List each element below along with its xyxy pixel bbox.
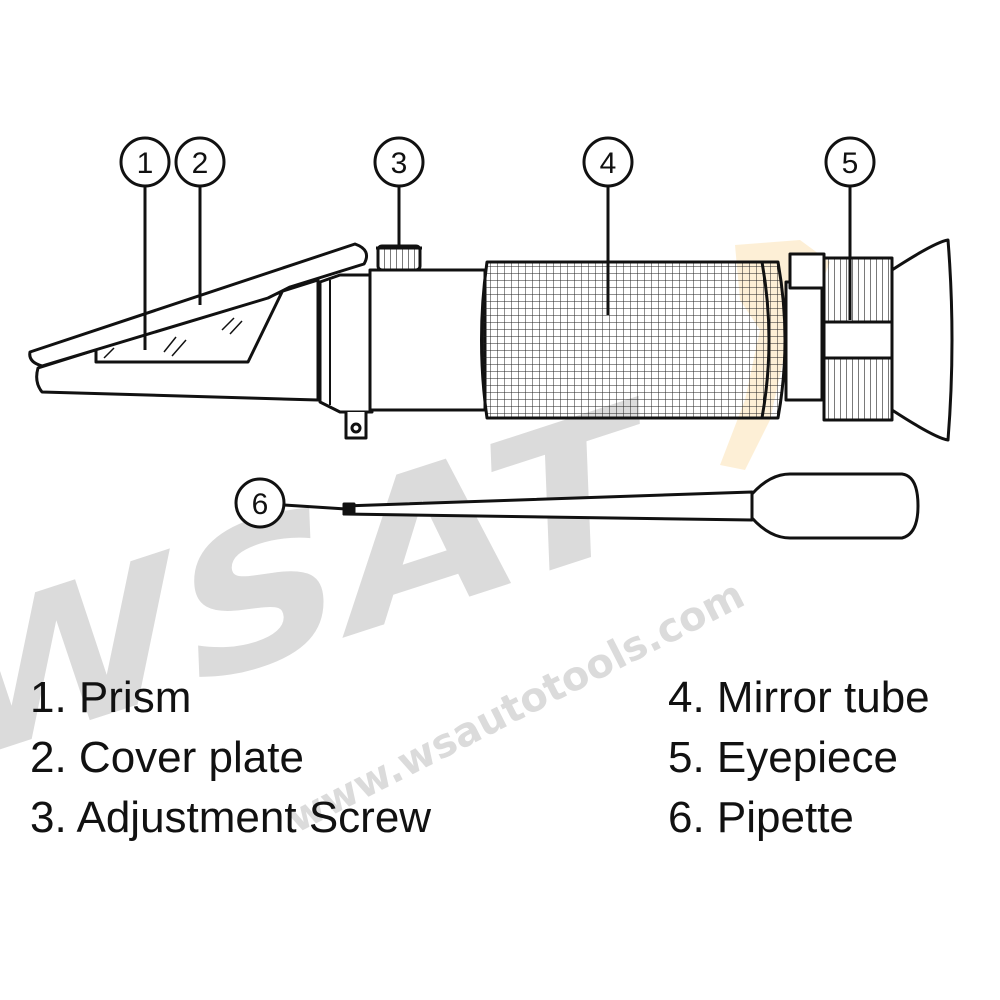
legend-item-cover-plate: 2. Cover plate: [30, 733, 304, 782]
legend-item-adjustment-screw: 3. Adjustment Screw: [30, 793, 432, 842]
neck: [784, 280, 824, 402]
legend-item-mirror-tube: 4. Mirror tube: [668, 673, 930, 722]
callout-6-label: 6: [252, 488, 269, 521]
hinge-collar: [318, 273, 374, 414]
refractometer: [28, 238, 954, 540]
callout-2-label: 2: [192, 147, 209, 180]
callout-5-label: 5: [842, 147, 859, 180]
eyepiece-ring-band: [822, 320, 894, 360]
callout-5: 5: [824, 136, 876, 188]
callout-6: 6: [234, 477, 286, 529]
legend-left: 1. Prism 2. Cover plate 3. Adjustment Sc…: [30, 668, 431, 848]
legend-item-eyepiece: 5. Eyepiece: [668, 733, 898, 782]
callout-4: 4: [582, 136, 634, 188]
neck-ring: [788, 252, 826, 290]
bracket-hole: [350, 422, 362, 434]
body-tube: [368, 268, 487, 412]
callout-2: 2: [174, 136, 226, 188]
callout-3: 3: [373, 136, 425, 188]
callout-3-label: 3: [391, 147, 408, 180]
callout-4-label: 4: [600, 147, 617, 180]
adjustment-screw: [376, 244, 422, 272]
cover-plate: [28, 242, 368, 368]
legend-right: 4. Mirror tube 5. Eyepiece 6. Pipette: [668, 668, 930, 848]
leader-6: [283, 503, 347, 511]
mirror-tube: [480, 260, 787, 420]
legend-item-pipette: 6. Pipette: [668, 793, 854, 842]
callouts: 1 2 3 4 5 6: [119, 136, 876, 529]
prism-glare: [103, 317, 243, 359]
callout-1-label: 1: [137, 147, 154, 180]
legend-item-prism: 1. Prism: [30, 673, 192, 722]
callout-1: 1: [119, 136, 171, 188]
leader-lines: [143, 186, 852, 511]
eyecup: [890, 238, 954, 442]
mirror-tube-end: [760, 261, 771, 419]
pipette-bulb: [750, 472, 920, 540]
